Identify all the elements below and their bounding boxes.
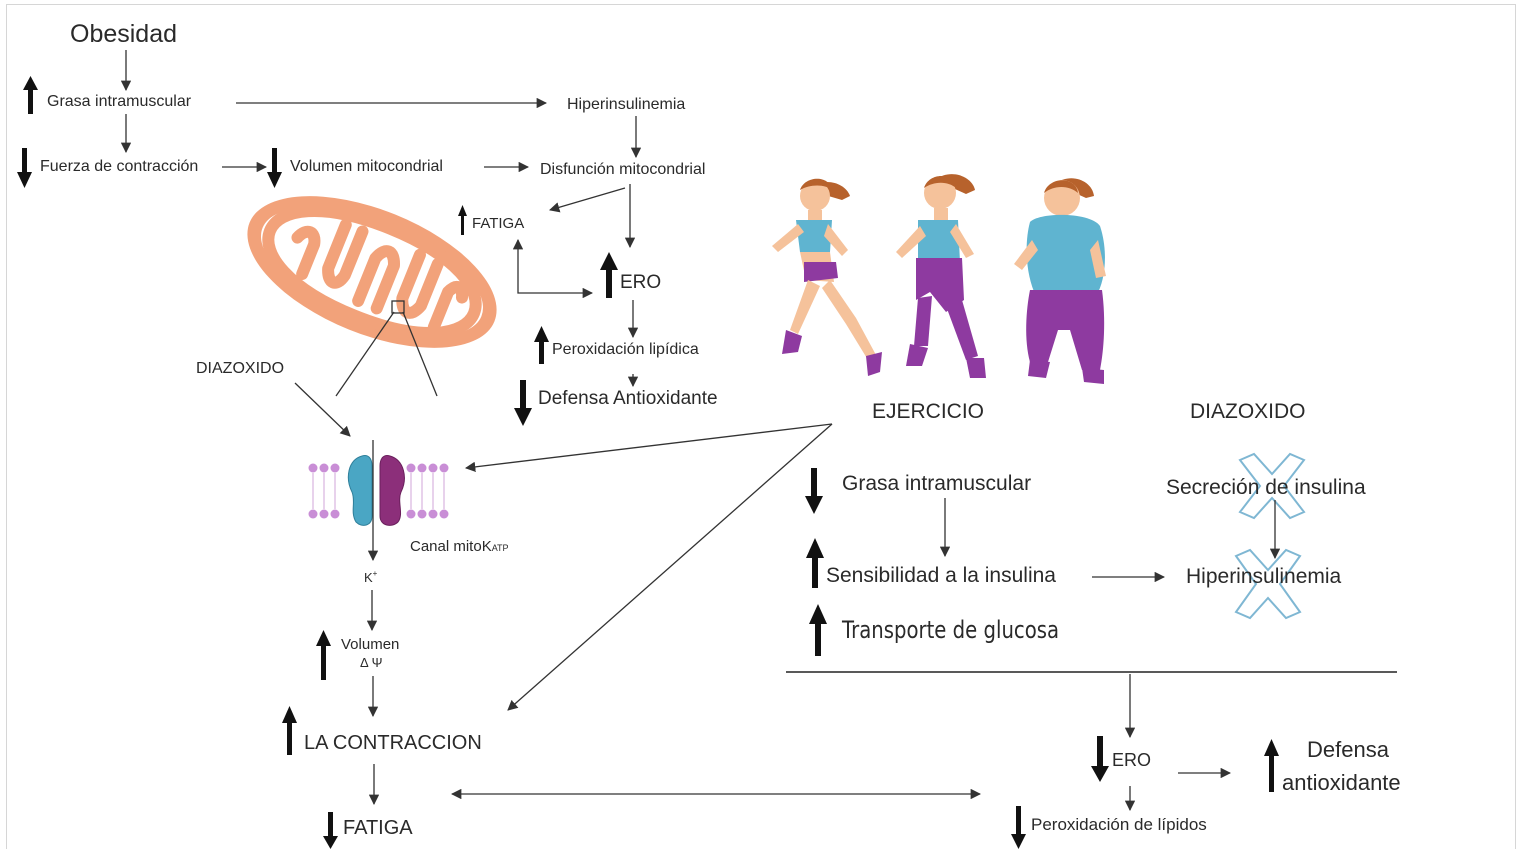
up-arrow-icon	[458, 205, 467, 235]
arrow-exercise-contraction	[508, 424, 832, 710]
mito-volume-label: Volumen mitocondrial	[290, 158, 443, 175]
up-arrow-icon	[600, 252, 618, 298]
fatigue-bottom-label: FATIGA	[343, 817, 413, 839]
ero-bottom-label: ERO	[1112, 750, 1151, 770]
diazoxide-right-title: DIAZOXIDO	[1190, 400, 1306, 423]
obesity-title: Obesidad	[70, 20, 177, 48]
potassium-label: K+	[364, 569, 378, 585]
up-arrow-icon	[806, 538, 824, 588]
hyperinsulinemia-label: Hiperinsulinemia	[567, 96, 685, 113]
insulin-sensitivity-label: Sensibilidad a la insulina	[826, 564, 1056, 587]
membrane-illustration	[309, 455, 449, 525]
delta-psi-label: Δ Ψ	[360, 655, 382, 670]
defense-label-1: Defensa	[1307, 737, 1390, 762]
arrow-fatigue-ero-loop	[518, 240, 592, 293]
down-arrow-icon	[1091, 736, 1109, 782]
fatigue-top-label: FATIGA	[472, 215, 524, 232]
antioxidant-defense-top-label: Defensa Antioxidante	[538, 388, 718, 409]
arrow-diazoxide-channel	[295, 383, 350, 436]
fat-label: Grasa intramuscular	[47, 93, 192, 110]
down-arrow-icon	[805, 468, 823, 514]
down-arrow-icon	[17, 148, 32, 188]
up-arrow-icon	[282, 706, 297, 755]
diazoxide-left-label: DIAZOXIDO	[196, 360, 284, 377]
down-arrow-icon	[323, 812, 338, 849]
runner-medium-illustration	[896, 174, 986, 378]
lipid-peroxidation-bottom-label: Peroxidación de lípidos	[1031, 815, 1207, 834]
lipid-peroxidation-label: Peroxidación lipídica	[552, 341, 699, 358]
up-arrow-icon	[534, 326, 549, 364]
volume-label: Volumen	[341, 636, 399, 653]
exercise-fat-label: Grasa intramuscular	[842, 472, 1031, 495]
down-arrow-icon	[514, 380, 532, 426]
exercise-title: EJERCICIO	[872, 400, 984, 423]
up-arrow-icon	[23, 76, 38, 114]
defense-label-2: antioxidante	[1282, 770, 1401, 795]
up-arrow-icon	[316, 630, 331, 680]
up-arrow-icon	[809, 604, 827, 656]
insulin-secretion-label: Secreción de insulina	[1166, 476, 1366, 499]
channel-label: Canal mitoKATP	[410, 538, 509, 555]
mito-dysfunction-label: Disfunción mitocondrial	[540, 161, 705, 178]
mitochondria-illustration	[226, 165, 517, 379]
ero-top-label: ERO	[620, 272, 661, 293]
runner-obese-illustration	[1014, 178, 1106, 384]
arrow-exercise-channel	[466, 424, 832, 468]
arrow-dysfunction-fatigue	[550, 188, 625, 210]
hyperinsulinemia-right-label: Hiperinsulinemia	[1186, 565, 1342, 588]
runner-fit-illustration	[772, 179, 882, 376]
force-label: Fuerza de contracción	[40, 158, 198, 175]
contraction-label: LA CONTRACCION	[304, 732, 482, 754]
glucose-transport-label: Transporte de glucosa	[841, 617, 1059, 644]
down-arrow-icon	[267, 148, 282, 188]
down-arrow-icon	[1011, 806, 1026, 849]
up-arrow-icon	[1264, 739, 1279, 792]
